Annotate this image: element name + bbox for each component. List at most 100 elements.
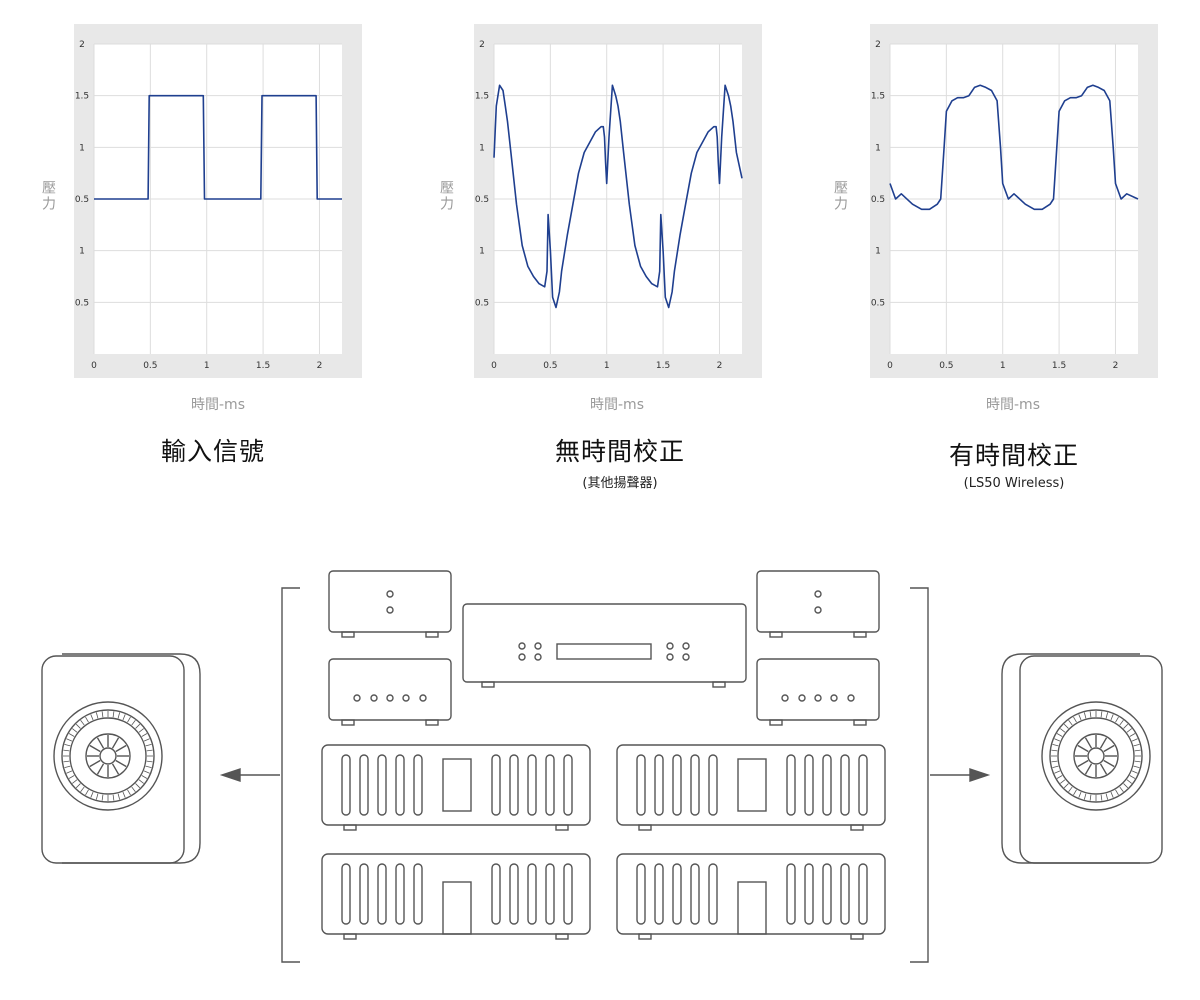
heat-fin — [545, 863, 555, 925]
driver-tick — [1126, 728, 1132, 733]
driver-ray — [1103, 759, 1115, 768]
driver-tick — [64, 743, 71, 747]
amplifier-panel — [442, 881, 472, 935]
heat-fin — [636, 754, 646, 816]
heat-fin — [413, 863, 423, 925]
driver-tick — [68, 733, 75, 737]
chart-3-xtick: 2 — [1113, 361, 1119, 371]
driver-tick — [1051, 760, 1058, 763]
driver-tick — [1110, 791, 1114, 798]
chart-2-xlabel: 時間-ms — [590, 397, 644, 413]
driver-tick — [1083, 712, 1087, 719]
chart-2-series-line — [493, 84, 743, 309]
heat-fin — [690, 754, 700, 816]
heat-fin — [636, 863, 646, 925]
driver-tick — [72, 728, 78, 733]
amplifier-panel — [737, 758, 767, 812]
driver-tick — [75, 723, 81, 729]
caption-2-subtitle: (其他揚聲器) — [582, 476, 658, 491]
driver-tick — [68, 775, 75, 779]
amplifier-foot — [555, 933, 569, 940]
driver-tick — [1119, 786, 1124, 792]
driver-tick — [141, 733, 148, 737]
heat-fin — [672, 754, 682, 816]
driver-tick — [63, 760, 70, 763]
driver-tick — [1054, 738, 1061, 742]
driver-tick — [1105, 793, 1109, 800]
driver-tick — [90, 791, 94, 798]
heat-fin — [858, 863, 868, 925]
left-arrow-head — [219, 768, 241, 782]
heat-fin — [822, 754, 832, 816]
caption-3-subtitle: (LS50 Wireless) — [963, 476, 1065, 491]
chart-2-ytick: 1.5 — [475, 92, 489, 102]
chart-2-ytick: 1 — [479, 143, 485, 153]
chart-1-ytick: 2 — [79, 40, 85, 50]
amplifier-body — [616, 853, 886, 935]
chart-2-xtick: 1 — [604, 361, 610, 371]
driver-tick — [1105, 712, 1109, 719]
driver-tick — [66, 738, 73, 742]
chart-3-ytick: 1 — [875, 143, 881, 153]
driver-tick — [138, 779, 144, 784]
cd-player-unit — [462, 603, 747, 688]
chart-3-ylabel: 壓力 — [832, 180, 848, 212]
hifi-equipment-illustration — [41, 570, 1163, 963]
chart-1-xtick: 0 — [91, 361, 97, 371]
driver-tick — [1133, 743, 1140, 747]
driver-tick — [1052, 765, 1059, 769]
chart-1-ytick: 0.5 — [75, 195, 89, 205]
heat-fin — [563, 754, 573, 816]
amplifier-body — [321, 853, 591, 935]
driver-tick — [138, 728, 144, 733]
driver-tick — [80, 786, 85, 792]
driver-tick — [1131, 770, 1138, 774]
amplifier-foot — [343, 824, 357, 831]
chart-1-xtick: 1.5 — [256, 361, 270, 371]
chart-3-ytick: 2 — [875, 40, 881, 50]
chart-2-ylabel: 壓力 — [438, 180, 454, 212]
left-bracket — [281, 587, 300, 963]
heat-fin — [509, 754, 519, 816]
amplifier-unit — [616, 744, 886, 831]
driver-tick — [1073, 789, 1077, 796]
heat-fin — [804, 754, 814, 816]
driver-ray — [1099, 737, 1108, 749]
driver-tick — [1060, 728, 1066, 733]
amplifier-unit — [616, 853, 886, 940]
driver-tick — [85, 789, 89, 796]
driver-tick — [1134, 760, 1141, 763]
driver-tick — [1056, 733, 1063, 737]
driver-tick — [95, 712, 99, 719]
heat-fin — [840, 863, 850, 925]
chart-2-xtick: 1.5 — [656, 361, 670, 371]
chart-1-series-line — [94, 94, 342, 200]
driver-tick — [66, 770, 73, 774]
driver-tick — [122, 714, 126, 721]
driver-tick — [1068, 720, 1073, 726]
heat-fin — [840, 754, 850, 816]
driver-tick — [1063, 723, 1069, 729]
chart-2-xtick: 0.5 — [543, 361, 557, 371]
small-unit-top-right — [756, 570, 880, 638]
amplifier-foot — [850, 824, 864, 831]
amplifier-foot — [638, 933, 652, 940]
driver-tick — [1078, 791, 1082, 798]
driver-tick — [143, 738, 150, 742]
driver-tick — [1060, 779, 1066, 784]
heat-fin — [395, 754, 405, 816]
driver-ray — [1084, 763, 1093, 775]
chart-2-xtick: 2 — [717, 361, 723, 371]
driver-tick — [1134, 749, 1141, 752]
driver-ray — [1077, 759, 1089, 768]
driver-tick — [95, 793, 99, 800]
driver-tick — [1100, 794, 1103, 801]
driver-tick — [1129, 775, 1136, 779]
heat-fin — [359, 754, 369, 816]
driver-tick — [1129, 733, 1136, 737]
right-arrow-head — [969, 768, 991, 782]
heat-fin — [708, 863, 718, 925]
driver-tick — [117, 712, 121, 719]
driver-tick — [1100, 711, 1103, 718]
